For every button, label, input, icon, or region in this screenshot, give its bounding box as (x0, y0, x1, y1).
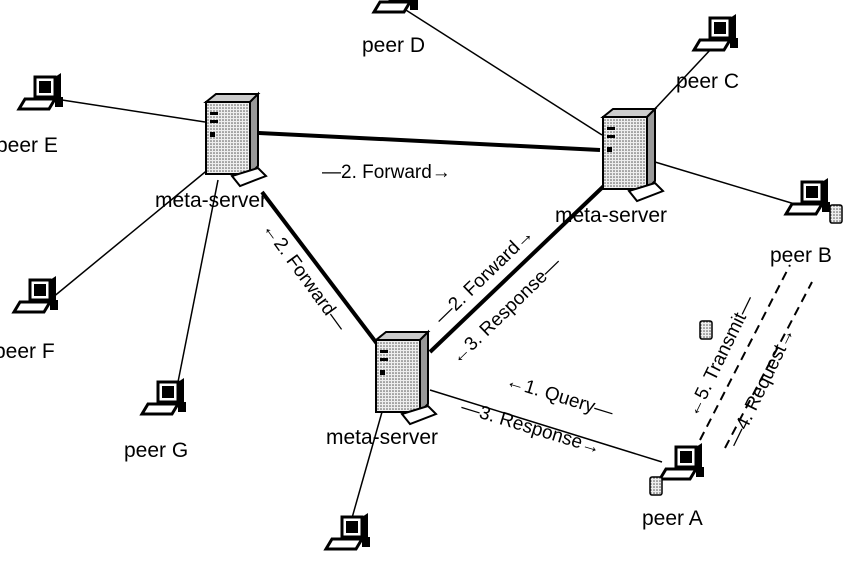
link-request-dashed (724, 281, 813, 449)
link-peer-d (397, 4, 603, 136)
peer-e-icon (17, 71, 65, 111)
meta-server-right-icon (602, 108, 664, 202)
peer-f-label: peer F (0, 340, 55, 363)
meta-server-left-icon (205, 93, 267, 187)
peer-g-label: peer G (124, 439, 188, 462)
file-peer-a-icon (649, 476, 663, 496)
msg-forward-top: —2. Forward→ (322, 162, 451, 183)
link-peer-c (651, 47, 713, 113)
meta-server-right-label: meta-server (555, 204, 667, 227)
link-peer-a (429, 389, 663, 463)
link-left-right-server (239, 130, 601, 152)
meta-server-bottom-icon (375, 331, 437, 425)
link-peer-f (51, 167, 211, 299)
link-peer-b (654, 161, 799, 206)
meta-server-left-label: meta-server (155, 189, 267, 212)
peer-unlabeled-icon (324, 511, 372, 551)
peer-f-icon (12, 274, 60, 314)
peer-b-label: peer B (770, 244, 832, 267)
msg-forward-left: ←2. Forward— (258, 219, 351, 336)
file-transit-icon (699, 320, 713, 340)
msg-forward-right: —2. Forward→ (431, 224, 538, 329)
peer-c-icon (692, 12, 740, 52)
peer-d-icon (372, 0, 420, 14)
peer-a-icon (658, 441, 706, 481)
link-peer-g (177, 179, 219, 383)
peer-a-label: peer A (642, 507, 703, 530)
peer-c-label: peer C (676, 70, 739, 93)
peer-d-label: peer D (362, 34, 425, 57)
file-peer-b-icon (829, 204, 843, 224)
link-peer-e (61, 99, 206, 123)
peer-b-icon (784, 176, 832, 216)
link-transmit-dashed (699, 264, 791, 441)
peer-e-label: peer E (0, 134, 58, 157)
link-bottom-right-server (428, 180, 610, 354)
meta-server-bottom-label: meta-server (326, 426, 438, 449)
link-left-bottom-server (260, 190, 380, 347)
peer-g-icon (140, 376, 188, 416)
msg-response-right: ←3. Response— (447, 253, 566, 369)
link-peer-bottom (349, 411, 383, 526)
